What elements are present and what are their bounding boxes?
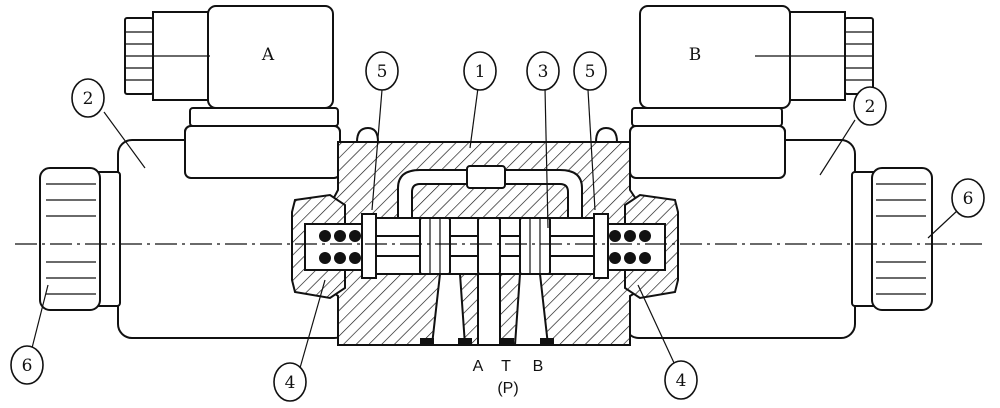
callout-6-right-number: 6	[963, 189, 974, 209]
port-a-label: A	[473, 358, 484, 375]
callout-1-number: 1	[475, 62, 486, 82]
callout-6-left-number: 6	[22, 356, 33, 376]
right-end-cap	[593, 193, 679, 300]
solenoid-b-label: B	[689, 45, 702, 65]
callout-2-left-number: 2	[83, 89, 94, 109]
port-p-label: (P)	[497, 380, 518, 397]
callout-3: 3	[526, 51, 560, 91]
callout-4-left: 4	[273, 362, 307, 402]
callout-6-left: 6	[10, 345, 44, 385]
callout-5-left: 5	[365, 51, 399, 91]
callout-2-right: 2	[853, 86, 887, 126]
callout-4-right: 4	[664, 360, 698, 400]
port-t-label: T	[501, 358, 511, 375]
left-override-knob	[39, 167, 121, 311]
callout-3-number: 3	[538, 62, 549, 82]
right-override-knob	[851, 167, 933, 311]
callout-6-right: 6	[951, 178, 985, 218]
callout-5-right-number: 5	[585, 62, 596, 82]
leader-lines	[31, 87, 959, 369]
solenoid-a-label: A	[261, 45, 275, 65]
left-end-cap	[291, 193, 377, 300]
callout-5-left-number: 5	[377, 62, 388, 82]
spool	[374, 217, 598, 275]
callout-5-right: 5	[573, 51, 607, 91]
callout-2-right-number: 2	[865, 97, 876, 117]
callout-4-left-number: 4	[285, 373, 296, 393]
callout-1: 1	[463, 51, 497, 91]
callout-2-left: 2	[71, 78, 105, 118]
callout-4-right-number: 4	[676, 371, 687, 391]
port-b-label: B	[533, 358, 544, 375]
